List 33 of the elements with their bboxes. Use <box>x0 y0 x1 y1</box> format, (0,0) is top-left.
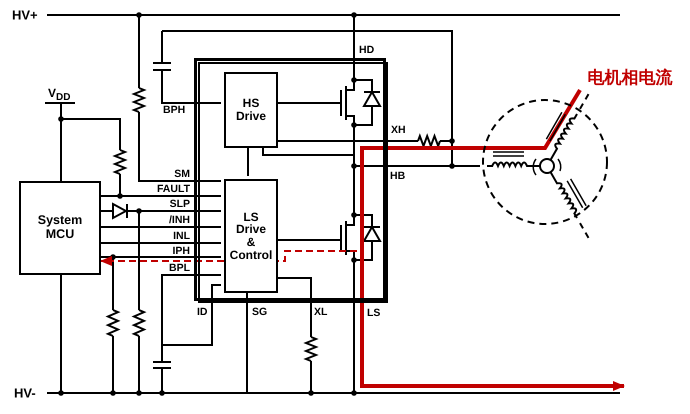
phase-line <box>386 165 480 167</box>
current-label: 电机相电流 <box>578 64 682 90</box>
rail-label: HV- <box>14 386 36 400</box>
pin-label: IPH <box>172 246 190 256</box>
pin-label: XL <box>314 306 328 318</box>
pin-label: HB <box>390 170 406 182</box>
wire <box>161 274 221 362</box>
wire <box>138 112 221 182</box>
controller-box: System MCU <box>19 181 101 275</box>
current-path-arrow <box>360 88 625 391</box>
signal-line <box>101 256 221 258</box>
signal-line <box>101 242 221 244</box>
wire <box>162 284 221 346</box>
driver-box: HS Drive <box>224 72 278 148</box>
chip-outline <box>194 58 386 301</box>
pin-label: XH <box>391 124 406 136</box>
pin-label: /INH <box>169 214 190 226</box>
pin-label: BPL <box>169 262 190 274</box>
pin-label: BPH <box>163 104 186 116</box>
pin-label: INL <box>173 230 190 242</box>
pin-label: ID <box>197 306 208 318</box>
pin-label: SLP <box>170 198 190 210</box>
pin-label: SM <box>174 168 190 180</box>
wire <box>161 70 221 104</box>
signal-line <box>101 226 221 228</box>
signal-line <box>101 195 221 197</box>
driver-box: LS Drive & Control <box>224 179 278 293</box>
rail-label: HV+ <box>12 8 38 22</box>
pin-label: FAULT <box>156 184 190 194</box>
pin-label: HD <box>359 44 374 56</box>
pin-label: LS <box>367 308 380 318</box>
supply-label: V$_{DD}$ <box>48 86 70 104</box>
pin-label: SG <box>252 306 268 318</box>
